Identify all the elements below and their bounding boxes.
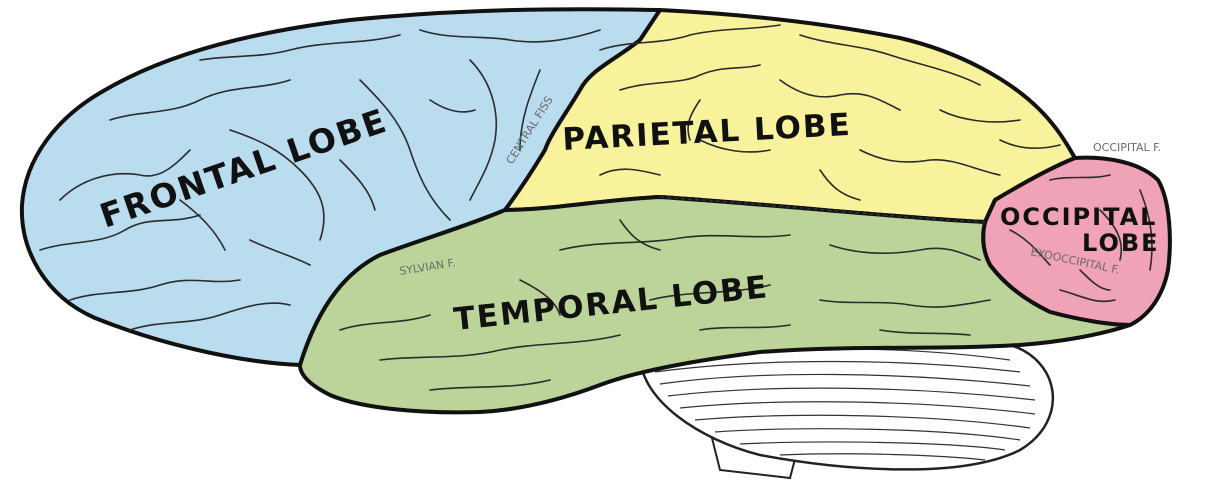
occipital-lobe-label-line2: LOBE <box>1082 229 1160 257</box>
occipital-lobe-label-line1: OCCIPITAL <box>1000 203 1157 231</box>
occipital-fissure-label: OCCIPITAL F. <box>1093 141 1161 154</box>
